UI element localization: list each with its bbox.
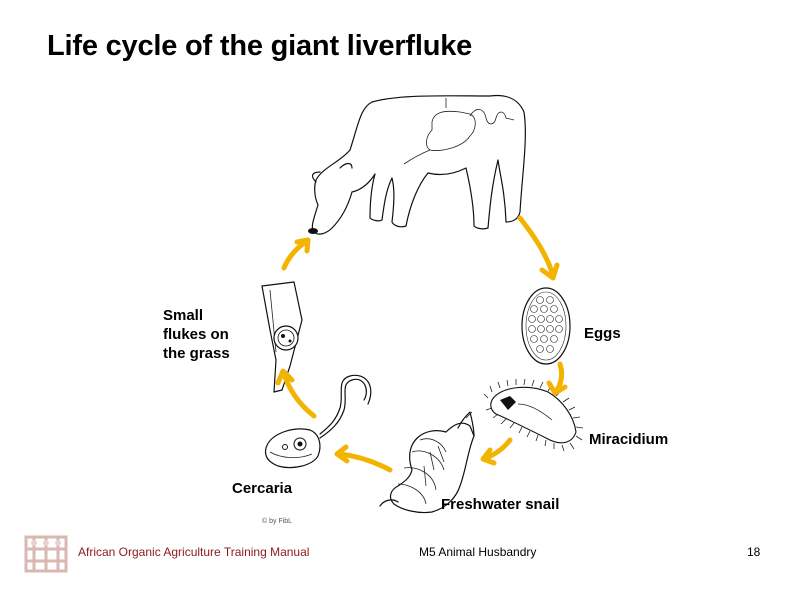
page-title: Life cycle of the giant liverfluke (47, 30, 473, 62)
egg-icon (521, 287, 571, 365)
label-eggs: Eggs (584, 325, 621, 342)
footer-module: M5 Animal Husbandry (419, 545, 537, 559)
arrow-snail-to-cercaria (337, 451, 393, 473)
arrow-eggs-to-miracidium (554, 361, 565, 393)
copyright-text: © by FibL (262, 518, 293, 525)
arrow-cow-to-eggs (517, 215, 555, 275)
arrow-grass-to-cow (281, 239, 309, 271)
label-small-flukes-line2: flukes on (163, 326, 229, 343)
footer-page-number: 18 (747, 545, 761, 559)
label-cercaria: Cercaria (232, 480, 293, 497)
snail-icon (379, 411, 475, 514)
arrow-cercaria-to-grass (281, 371, 317, 419)
cercaria-icon (264, 374, 372, 469)
logo-icon (24, 535, 68, 573)
label-small-flukes-line1: Small (163, 307, 204, 324)
grass-blade-icon (261, 281, 303, 393)
footer-manual-title: African Organic Agriculture Training Man… (78, 545, 310, 559)
cow-icon (308, 94, 526, 235)
miracidium-icon (483, 378, 584, 452)
cycle-arrows (275, 215, 568, 473)
label-small-flukes: Small flukes on the grass (163, 306, 230, 363)
label-freshwater-snail: Freshwater snail (441, 496, 560, 513)
arrow-miracidium-to-snail (483, 437, 513, 461)
label-miracidium: Miracidium (589, 431, 669, 448)
label-small-flukes-line3: the grass (163, 345, 230, 362)
